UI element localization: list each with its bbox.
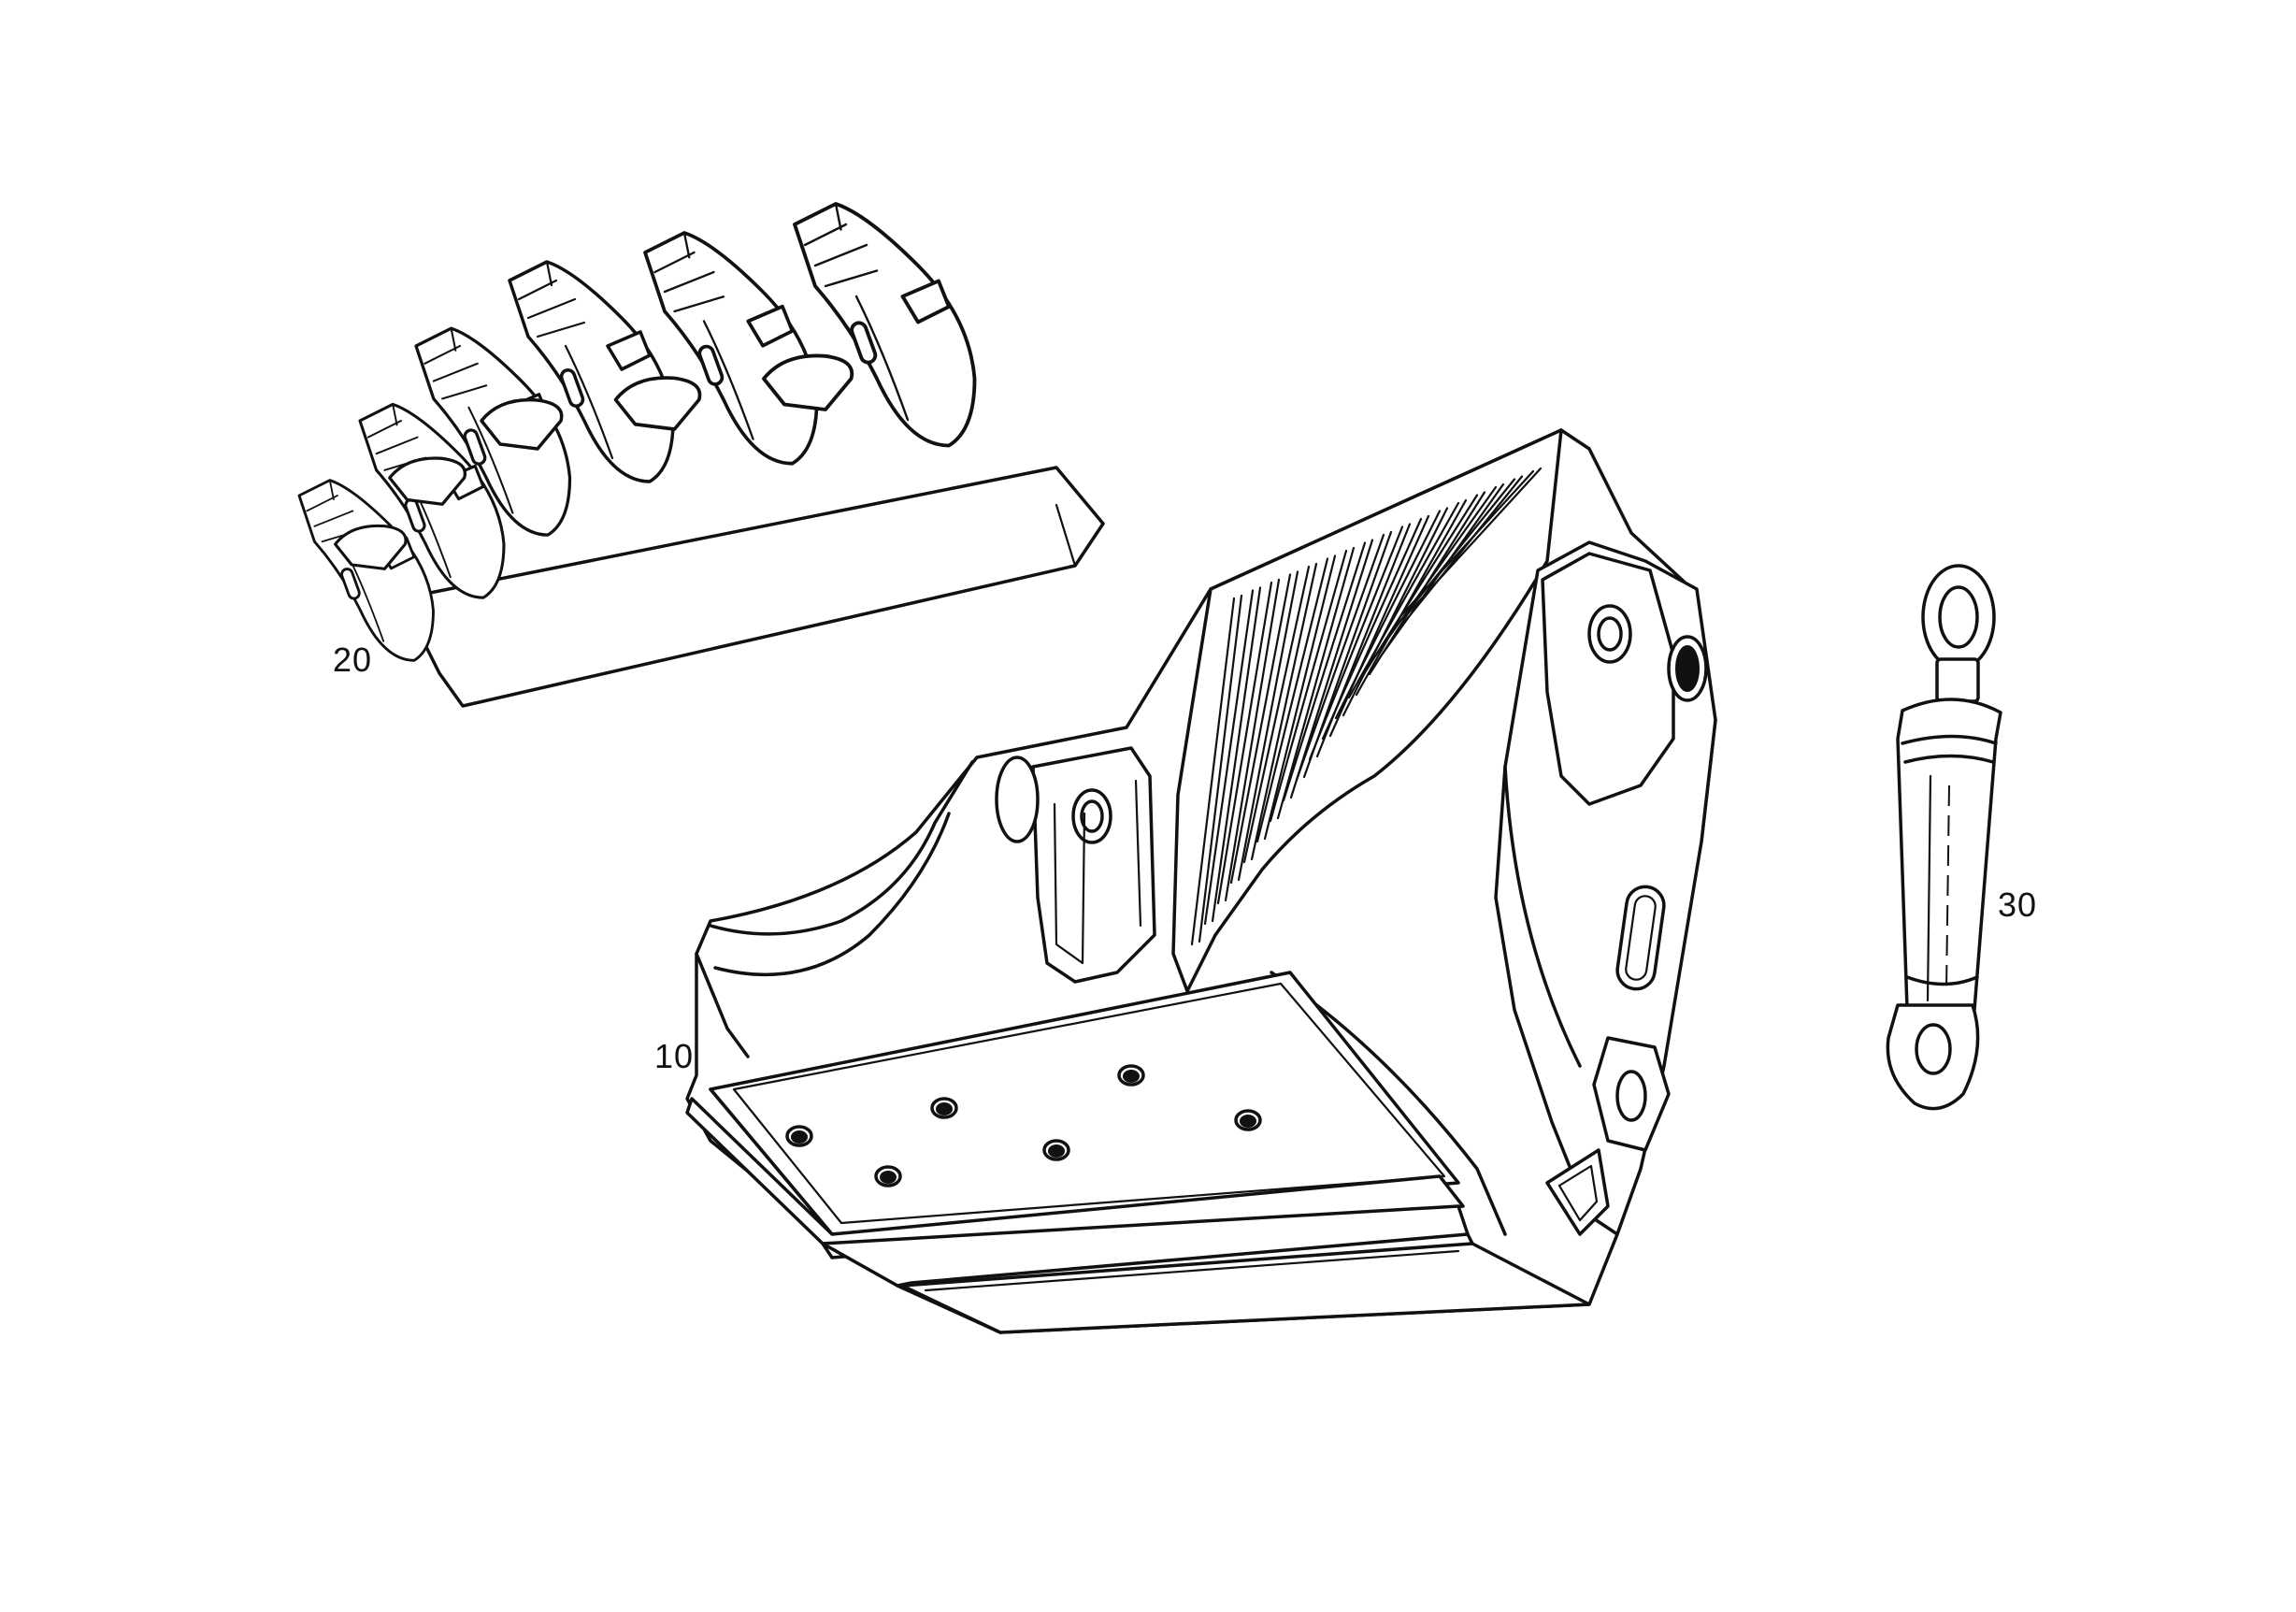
bucket-tooth — [480, 260, 675, 483]
grille-ribs — [1190, 467, 1543, 946]
tooth-set-assembly — [297, 202, 1105, 708]
right-hinge-bracket — [1541, 552, 1675, 806]
cylinder-barrel — [1896, 698, 2002, 1016]
bucket-tooth — [613, 231, 819, 466]
base-eye — [1886, 1003, 1980, 1111]
piston-rod — [1935, 657, 1980, 703]
teeth-group — [297, 202, 977, 662]
left-pin-hole-icon — [1071, 788, 1112, 844]
bolt-holes — [785, 1064, 1262, 1187]
rod-eye — [1921, 564, 1996, 670]
side-slot — [1615, 885, 1666, 991]
part-label-bucket: 10 — [654, 1037, 695, 1075]
part-label-cylinder: 30 — [1998, 885, 2038, 924]
bucket-tooth — [762, 202, 977, 448]
right-pin-hole-icon — [1587, 604, 1632, 664]
left-hinge-bracket — [1031, 746, 1156, 984]
bucket-assembly — [685, 428, 1717, 1334]
base-edge — [821, 1204, 1470, 1288]
hydraulic-cylinder — [1886, 564, 2002, 1111]
part-label-teeth: 20 — [333, 640, 373, 679]
back-grille-plate — [1171, 428, 1563, 993]
